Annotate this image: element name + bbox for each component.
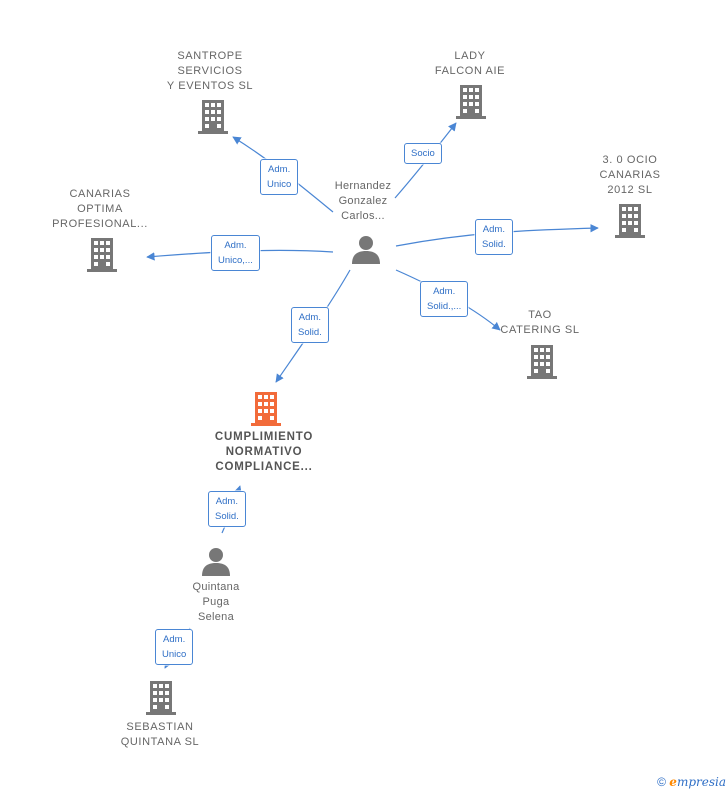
node-label-hernandez[interactable]: Hernandez Gonzalez Carlos... (334, 180, 392, 222)
building-lady-falcon[interactable] (455, 85, 487, 119)
node-label-quintana[interactable]: Quintana Puga Selena (192, 581, 240, 623)
node-label-cumplimiento[interactable]: CUMPLIMIENTO NORMATIVO COMPLIANCE... (214, 431, 314, 473)
building-icon (146, 681, 176, 715)
edge-label-santrope[interactable]: Adm. Unico (260, 159, 299, 195)
edge-label-quintana[interactable]: Adm. Solid. (208, 491, 246, 527)
person-hernandez[interactable] (351, 234, 381, 264)
node-label-sebastian[interactable]: SEBASTIAN QUINTANA SL (120, 721, 200, 748)
node-label-tao[interactable]: TAO CATERING SL (500, 309, 580, 336)
edge-label-lady-falcon[interactable]: Socio (404, 143, 442, 164)
person-quintana[interactable] (201, 546, 231, 576)
node-label-ocio[interactable]: 3. 0 OCIO CANARIAS 2012 SL (599, 154, 661, 196)
building-icon (251, 392, 281, 426)
person-icon (202, 548, 230, 576)
building-canarias-optima[interactable] (86, 238, 118, 272)
edge-label-cumplimiento[interactable]: Adm. Solid. (291, 307, 329, 343)
building-cumplimiento[interactable] (250, 392, 282, 426)
edge-label-ocio[interactable]: Adm. Solid. (475, 219, 513, 255)
building-santrope[interactable] (197, 100, 229, 134)
building-icon (527, 345, 557, 379)
building-icon (615, 204, 645, 238)
copyright-icon: © (657, 775, 666, 789)
edge-label-tao[interactable]: Adm. Solid.,... (420, 281, 469, 317)
building-tao[interactable] (526, 345, 558, 379)
empresia-logo: © empresia (657, 775, 726, 789)
building-icon (456, 85, 486, 119)
building-sebastian[interactable] (145, 681, 177, 715)
brand-text: empresia (669, 775, 726, 789)
building-icon (87, 238, 117, 272)
node-label-santrope[interactable]: SANTROPE SERVICIOS Y EVENTOS SL (166, 50, 254, 92)
edge-label-canarias-optima[interactable]: Adm. Unico,... (211, 235, 260, 271)
node-label-canarias-optima[interactable]: CANARIAS OPTIMA PROFESIONAL... (52, 188, 148, 230)
building-icon (198, 100, 228, 134)
edge-label-sebastian[interactable]: Adm. Unico (155, 629, 194, 665)
node-label-lady-falcon[interactable]: LADY FALCON AIE (434, 50, 506, 77)
person-icon (352, 236, 380, 264)
building-ocio[interactable] (614, 204, 646, 238)
